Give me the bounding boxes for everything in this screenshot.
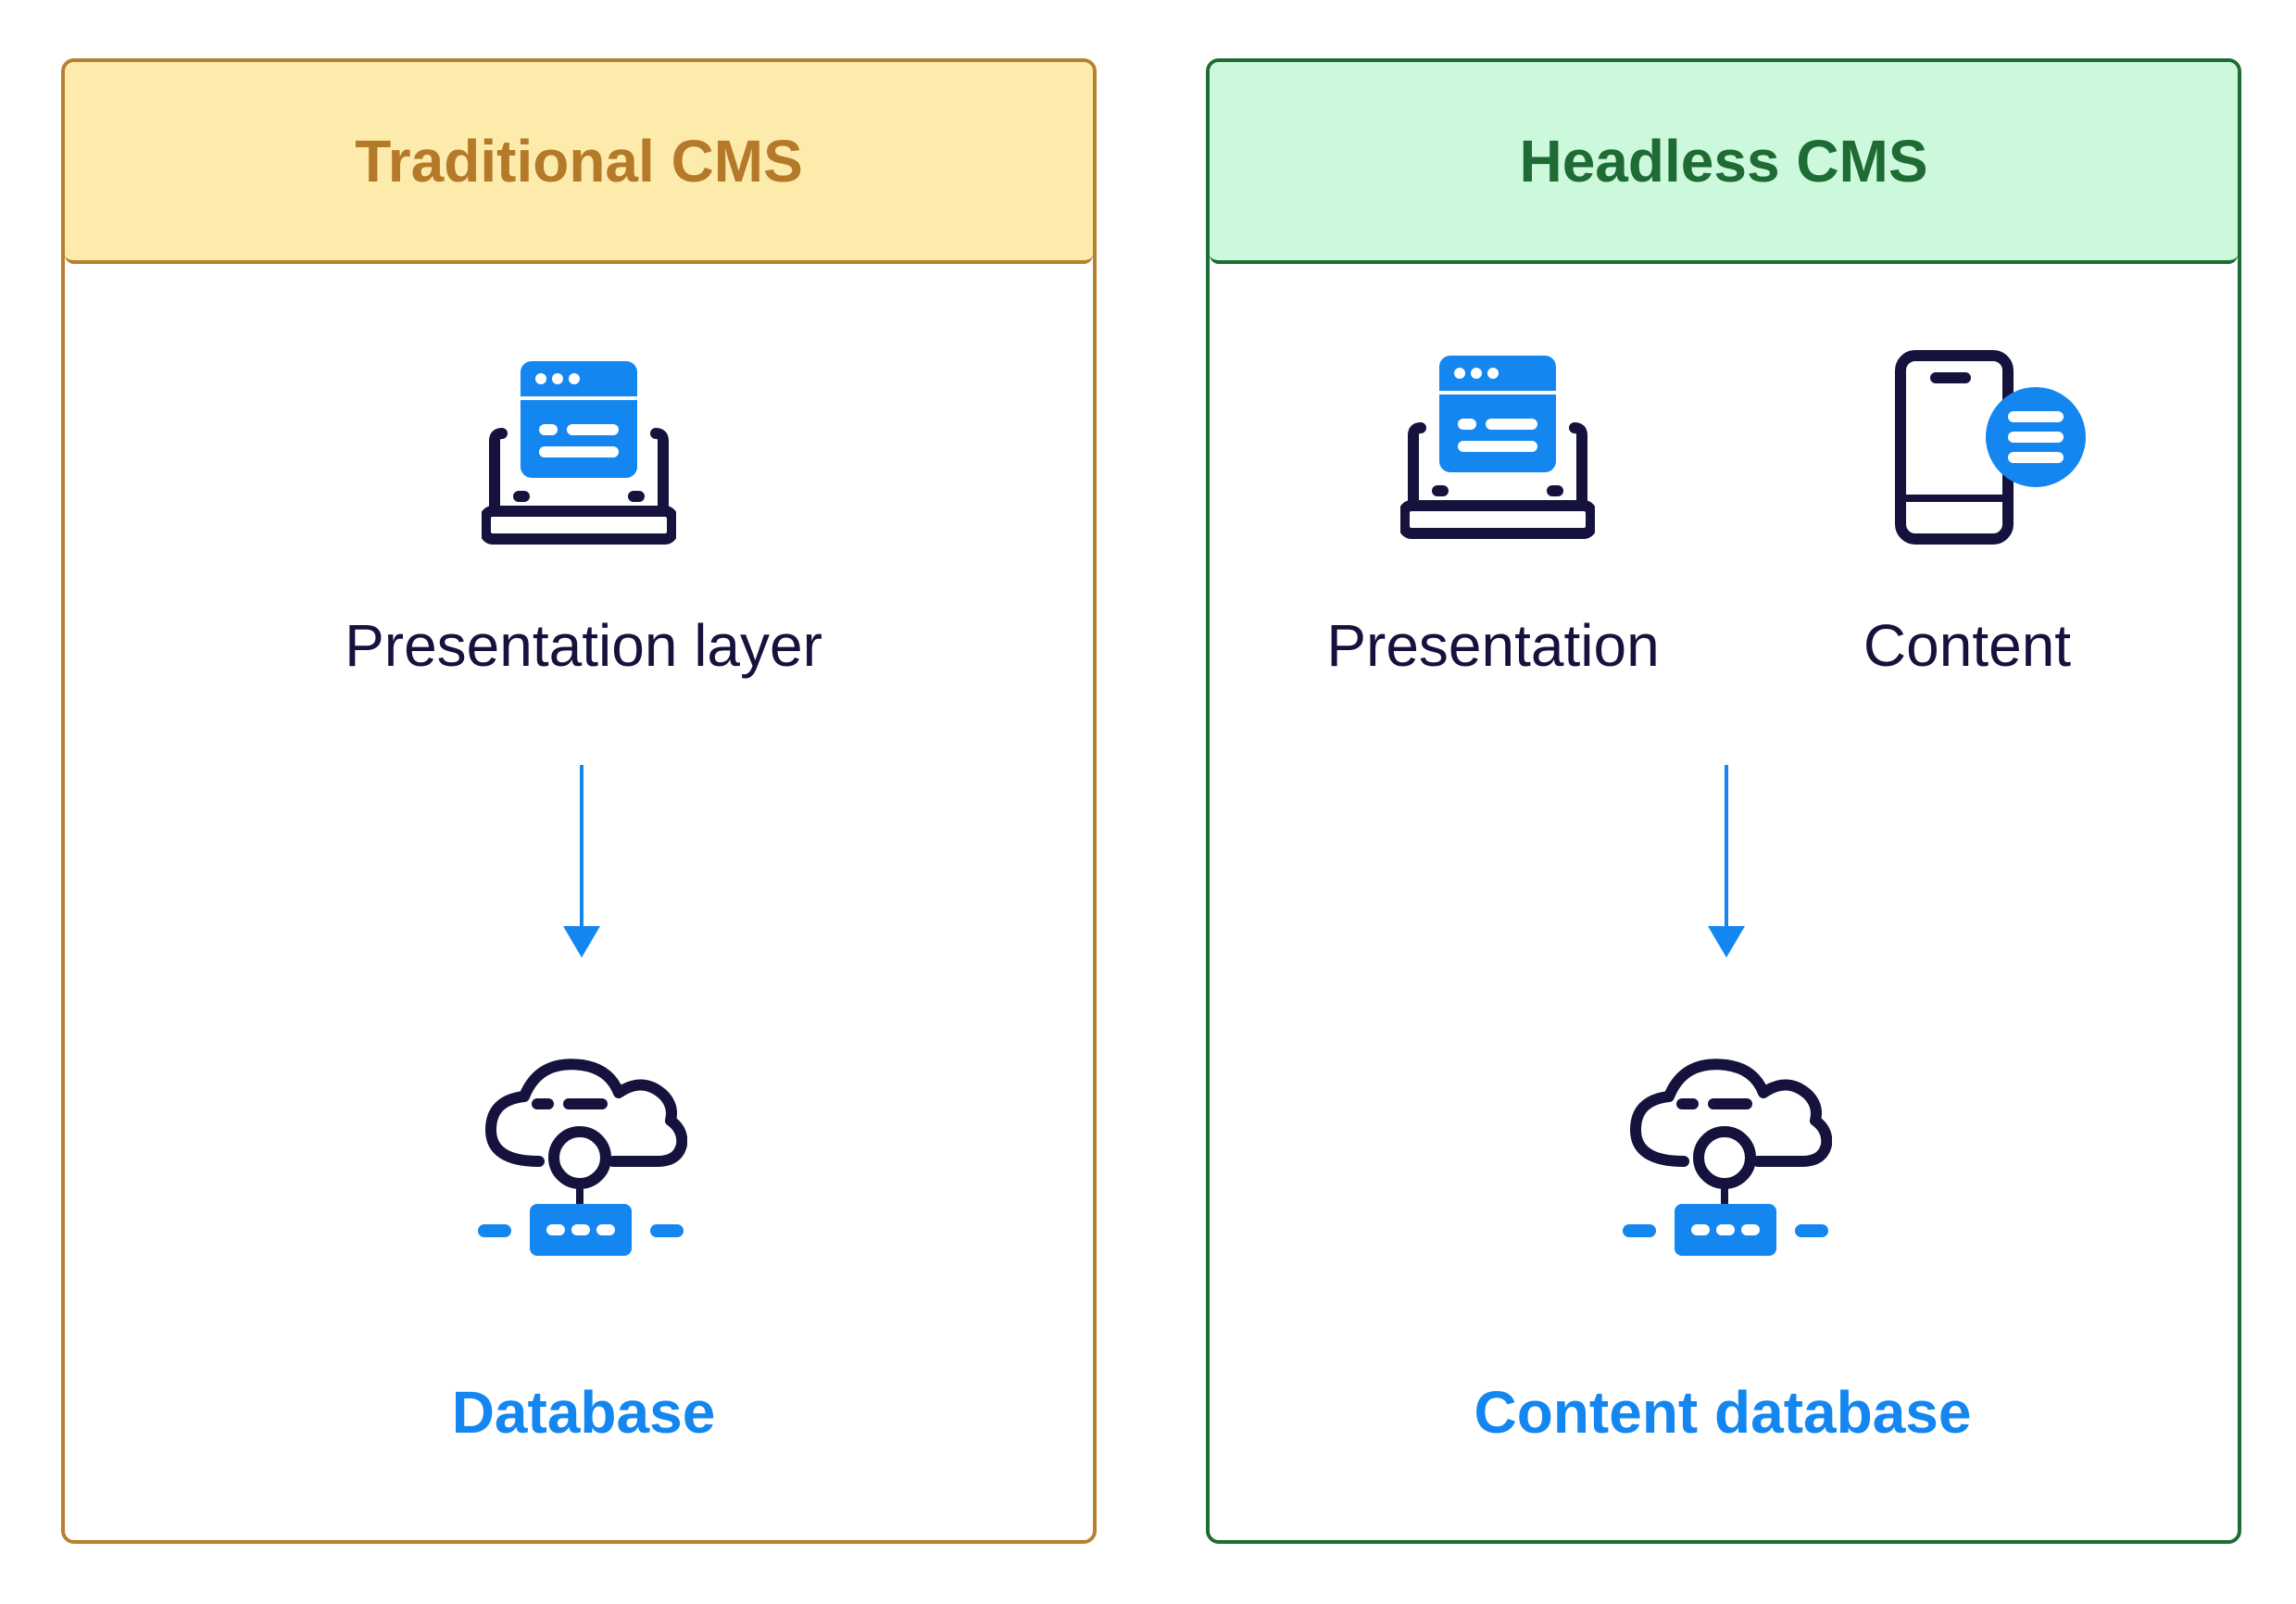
traditional-cms-header: Traditional CMS [65,62,1093,264]
headless-cms-title: Headless CMS [1519,128,1928,194]
traditional-cms-title: Traditional CMS [355,128,803,194]
mobile-content-icon [1893,350,2088,545]
headless-cms-header: Headless CMS [1210,62,2238,264]
arrow-down-icon [563,765,600,958]
content-label: Content [1863,612,2072,679]
laptop-browser-icon [482,356,676,550]
laptop-browser-icon [1400,350,1595,545]
traditional-cms-panel: Traditional CMS [61,58,1097,1544]
arrow-down-icon [1708,765,1745,958]
headless-cms-panel: Headless CMS [1206,58,2241,1544]
presentation-layer-label: Presentation layer [345,612,822,679]
cloud-database-icon [1619,1050,1832,1263]
content-database-label: Content database [1474,1379,1972,1446]
presentation-label: Presentation [1326,612,1660,679]
cloud-database-icon [474,1050,687,1263]
database-label: Database [451,1379,716,1446]
